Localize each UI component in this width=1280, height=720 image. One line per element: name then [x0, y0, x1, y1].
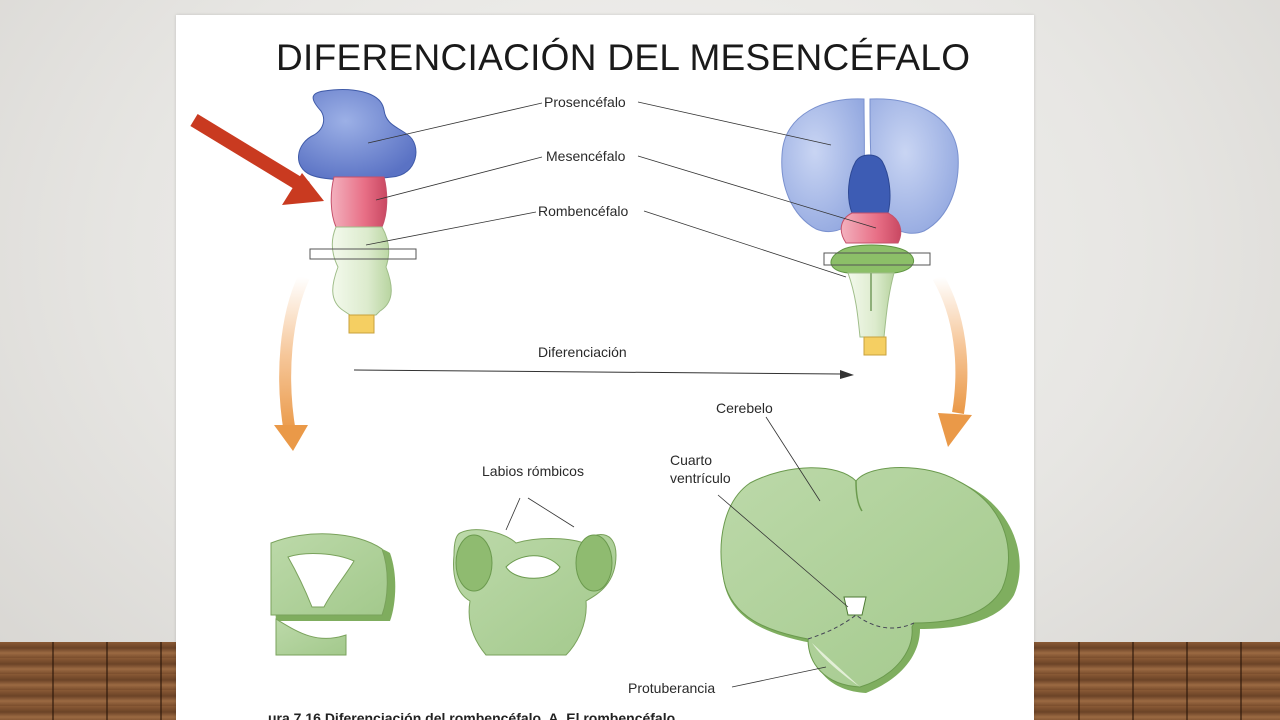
differentiation-arrow: Diferenciación — [353, 344, 854, 379]
orange-arrow-right — [932, 273, 972, 447]
label-protuberancia: Protuberancia — [628, 680, 715, 696]
spinal-cord-end-right — [863, 336, 887, 356]
midbrain — [840, 212, 902, 244]
mesencephalon-vesicle — [330, 176, 388, 228]
label-cerebelo: Cerebelo — [716, 400, 773, 416]
section-plane-left — [309, 248, 417, 260]
rhombencephalon-vesicle — [331, 226, 392, 316]
label-mesencefalo: Mesencéfalo — [546, 148, 626, 164]
orange-arrow-left — [274, 274, 310, 451]
red-pointer-arrow — [190, 114, 324, 205]
diencephalon — [848, 154, 891, 214]
figure-caption: ura 7.16 Diferenciación del rombencéfalo… — [268, 710, 675, 720]
early-brain-vesicles — [298, 89, 417, 334]
prosencephalon-vesicle — [298, 89, 417, 181]
section-plane-right — [823, 252, 931, 266]
label-diferenciacion: Diferenciación — [538, 344, 627, 360]
slide-title: DIFERENCIACIÓN DEL MESENCÉFALO — [276, 37, 971, 78]
spinal-cord-end — [348, 314, 375, 334]
brain-differentiation-figure: Prosencéfalo Mesencéfalo Rombencéfalo Di… — [190, 89, 1020, 720]
section-early — [270, 533, 396, 656]
label-cuarto: Cuarto — [670, 452, 712, 468]
cerebellum-mass — [830, 244, 915, 274]
developed-brain — [781, 98, 959, 356]
section-rhombic-lips: Labios rómbicos — [453, 463, 617, 656]
label-ventriculo: ventrículo — [670, 470, 731, 486]
slide: DIFERENCIACIÓN DEL MESENCÉFALO — [176, 15, 1034, 720]
label-labios-rombicos: Labios rómbicos — [482, 463, 584, 479]
label-prosencefalo: Prosencéfalo — [544, 94, 626, 110]
label-rombencefalo: Rombencéfalo — [538, 203, 628, 219]
top-labels: Prosencéfalo Mesencéfalo Rombencéfalo — [365, 94, 877, 278]
section-cerebellum: Cerebelo Cuarto ventrículo Protuberancia — [628, 400, 1020, 696]
